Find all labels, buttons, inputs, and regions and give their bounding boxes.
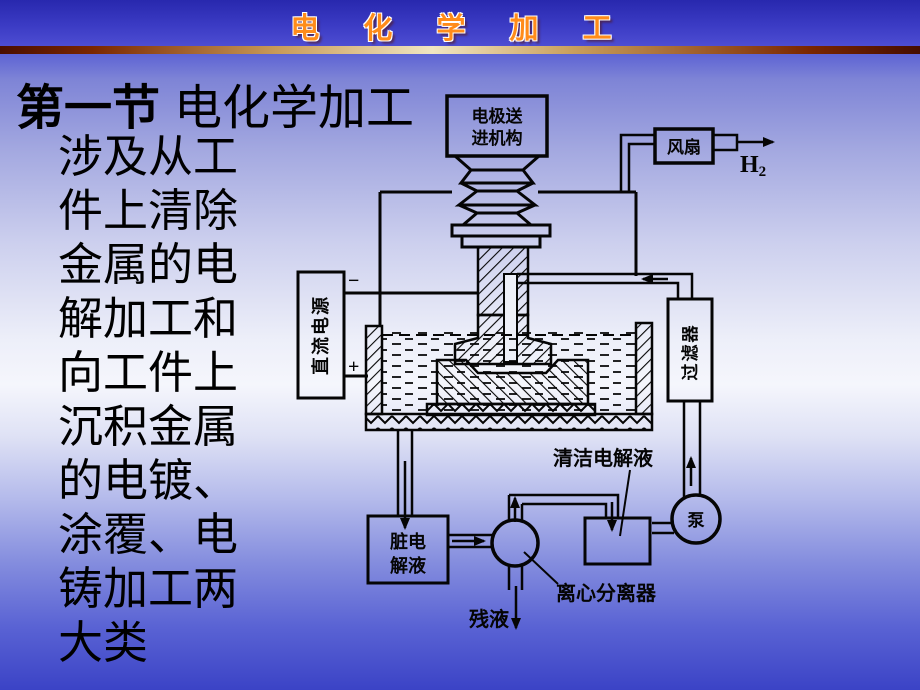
minus-terminal-label: − [348,270,359,292]
electrolyte-tank [364,321,654,432]
dirty-label-line1: 脏电 [390,531,426,552]
body-line: 金属的电 [58,240,239,290]
separator-leader [523,551,559,585]
clean-electrolyte-label: 清洁电解液 [553,446,654,470]
section-number: 第一节 [16,82,161,135]
tank-right-wall [634,321,654,416]
header-title: 电 化 学 加 工 [290,13,630,45]
body-line: 大类 [58,618,149,668]
body-line: 解加工和 [58,294,239,344]
electrode-feed-label-line1: 电极送 [472,106,524,126]
electrode-feed-box: 电极送 进机构 [445,94,549,158]
pump-assembly: 泵 [652,401,722,545]
body-line: 涂覆、电 [58,510,239,560]
plus-terminal-label: + [348,356,359,378]
machine-frame [378,190,638,326]
body-line: 涉及从工 [58,132,239,182]
bellows [450,154,552,249]
electrode-feed-label-line2: 进机构 [472,128,523,148]
ecm-schematic-diagram: 电极送 进机构 [296,94,775,631]
dirty-electrolyte-tank: 脏电 解液 [366,430,494,585]
section-name: 电化学加工 [174,82,415,135]
header-bar: 电 化 学 加 工 [0,0,920,46]
electrolyte-inlet-pipe [517,272,694,299]
clean-electrolyte-leader [619,469,631,537]
dirty-label-line2: 解液 [390,555,427,576]
body-line: 的电镀、 [58,456,239,506]
body-line: 向工件上 [58,348,239,398]
pump-label: 泵 [688,511,705,530]
fan-label: 风扇 [667,137,701,157]
body-line: 件上清除 [58,186,239,236]
tank-left-wall [364,324,384,416]
header-divider-bar [0,46,920,54]
body-text-block: 涉及从工 件上清除 金属的电 解加工和 向工件上 沉积金属 的电镀、 涂覆、电 … [58,130,258,670]
body-line: 铸加工两 [58,564,239,614]
clean-electrolyte-tank: 清洁电解液 [553,446,654,566]
dc-power-label: 直流电源 [310,295,331,375]
filter: 过滤器 [666,297,714,403]
h2-label: H2 [740,152,766,180]
body-line: 沉积金属 [58,402,239,452]
section-title: 第一节电化学加工 [16,68,414,138]
workpiece [435,358,590,406]
tank-bottom [364,412,654,432]
filter-label: 过滤器 [680,324,700,381]
residue-label: 残液 [469,607,510,631]
separator-label: 离心分离器 [556,581,657,605]
fan-assembly: 风扇 H2 [619,127,775,192]
dc-power-supply: 直流电源 − + [296,270,478,400]
centrifugal-separator: 离心分离器 残液 [469,493,657,631]
